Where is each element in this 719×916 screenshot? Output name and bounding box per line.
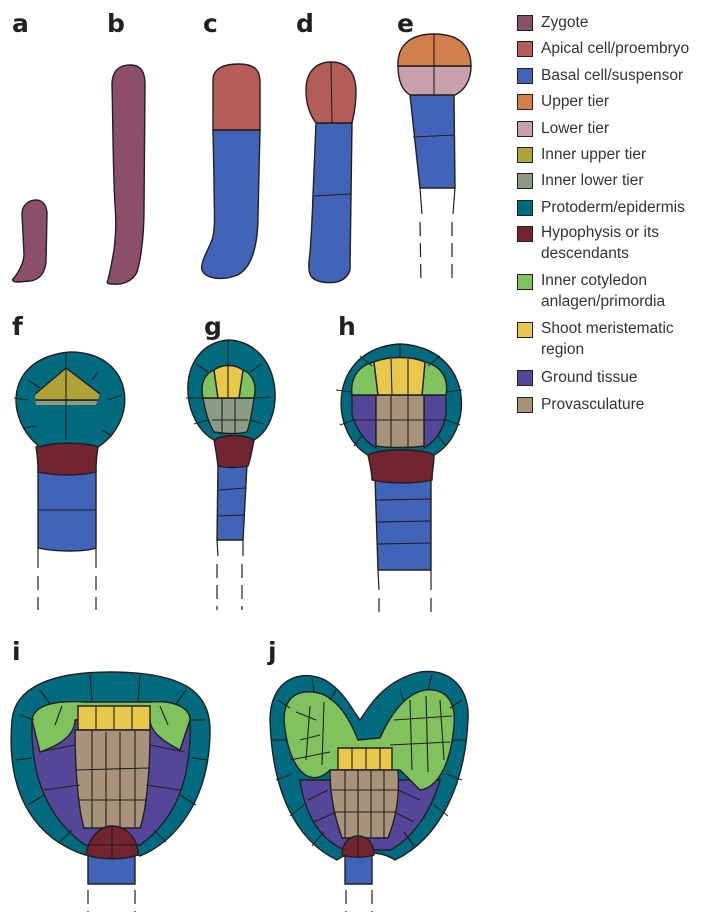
- embryo-e-tiers: [398, 34, 471, 285]
- panel-label-a: a: [12, 9, 29, 38]
- legend-item-lower-tier: Lower tier: [517, 118, 717, 144]
- embryo-g-globular: [186, 340, 275, 610]
- legend-label: Inner lower tier: [541, 170, 644, 192]
- legend-label: Basal cell/suspensor: [541, 65, 683, 87]
- legend-label: Shoot meristematic region: [541, 319, 717, 360]
- legend-label: Inner upper tier: [541, 144, 646, 166]
- legend-item-shoot-meristem: Shoot meristematic region: [517, 319, 717, 367]
- legend-label: Lower tier: [541, 118, 609, 140]
- legend-label: Apical cell/proembryo: [541, 38, 689, 60]
- legend-swatch: [517, 121, 533, 137]
- legend-item-upper-tier: Upper tier: [517, 91, 717, 117]
- legend-swatch: [517, 94, 533, 110]
- panel-label-b: b: [107, 9, 125, 38]
- legend: Zygote Apical cell/proembryo Basal cell/…: [517, 12, 717, 420]
- panel-label-e: e: [397, 9, 414, 38]
- legend-swatch: [517, 274, 533, 290]
- embryo-i-transition: [11, 672, 210, 912]
- embryo-a-zygote: [13, 200, 47, 282]
- embryo-f-dermatogen: [14, 352, 125, 610]
- legend-swatch: [517, 226, 533, 242]
- panel-label-g: g: [204, 312, 222, 341]
- legend-label: Provasculature: [541, 394, 644, 416]
- legend-item-inner-lower-tier: Inner lower tier: [517, 170, 717, 196]
- panel-label-i: i: [12, 637, 21, 666]
- legend-item-apical-cell: Apical cell/proembryo: [517, 38, 717, 64]
- embryo-c-two-cell: [202, 64, 260, 278]
- embryo-h-late-globular: [336, 344, 462, 612]
- legend-item-basal-cell: Basal cell/suspensor: [517, 65, 717, 91]
- panel-label-f: f: [12, 312, 24, 341]
- embryo-d-proembryo: [306, 62, 356, 283]
- legend-label: Inner cotyledon anlagen/primordia: [541, 271, 717, 312]
- legend-swatch: [517, 322, 533, 338]
- embryo-j-heart: [270, 672, 468, 912]
- legend-swatch: [517, 68, 533, 84]
- legend-swatch: [517, 173, 533, 189]
- panel-label-h: h: [338, 312, 356, 341]
- legend-swatch: [517, 15, 533, 31]
- legend-label: Protoderm/epidermis: [541, 197, 685, 219]
- legend-label: Ground tissue: [541, 367, 638, 389]
- legend-swatch: [517, 41, 533, 57]
- legend-label: Upper tier: [541, 91, 609, 113]
- legend-swatch: [517, 147, 533, 163]
- legend-swatch: [517, 370, 533, 386]
- legend-item-zygote: Zygote: [517, 12, 717, 38]
- legend-item-inner-upper-tier: Inner upper tier: [517, 144, 717, 170]
- legend-item-ground-tissue: Ground tissue: [517, 367, 717, 393]
- legend-item-provasculature: Provasculature: [517, 394, 717, 420]
- legend-swatch: [517, 200, 533, 216]
- legend-item-protoderm: Protoderm/epidermis: [517, 197, 717, 223]
- legend-label: Zygote: [541, 12, 588, 34]
- panel-label-c: c: [203, 9, 218, 38]
- legend-swatch: [517, 397, 533, 413]
- legend-item-inner-cotyledon: Inner cotyledon anlagen/primordia: [517, 271, 717, 319]
- legend-item-hypophysis: Hypophysis or its descendants: [517, 223, 717, 271]
- embryo-b-elongated-zygote: [107, 65, 145, 284]
- panel-label-d: d: [296, 9, 314, 38]
- panel-label-j: j: [267, 637, 277, 666]
- legend-label: Hypophysis or its descendants: [541, 223, 717, 264]
